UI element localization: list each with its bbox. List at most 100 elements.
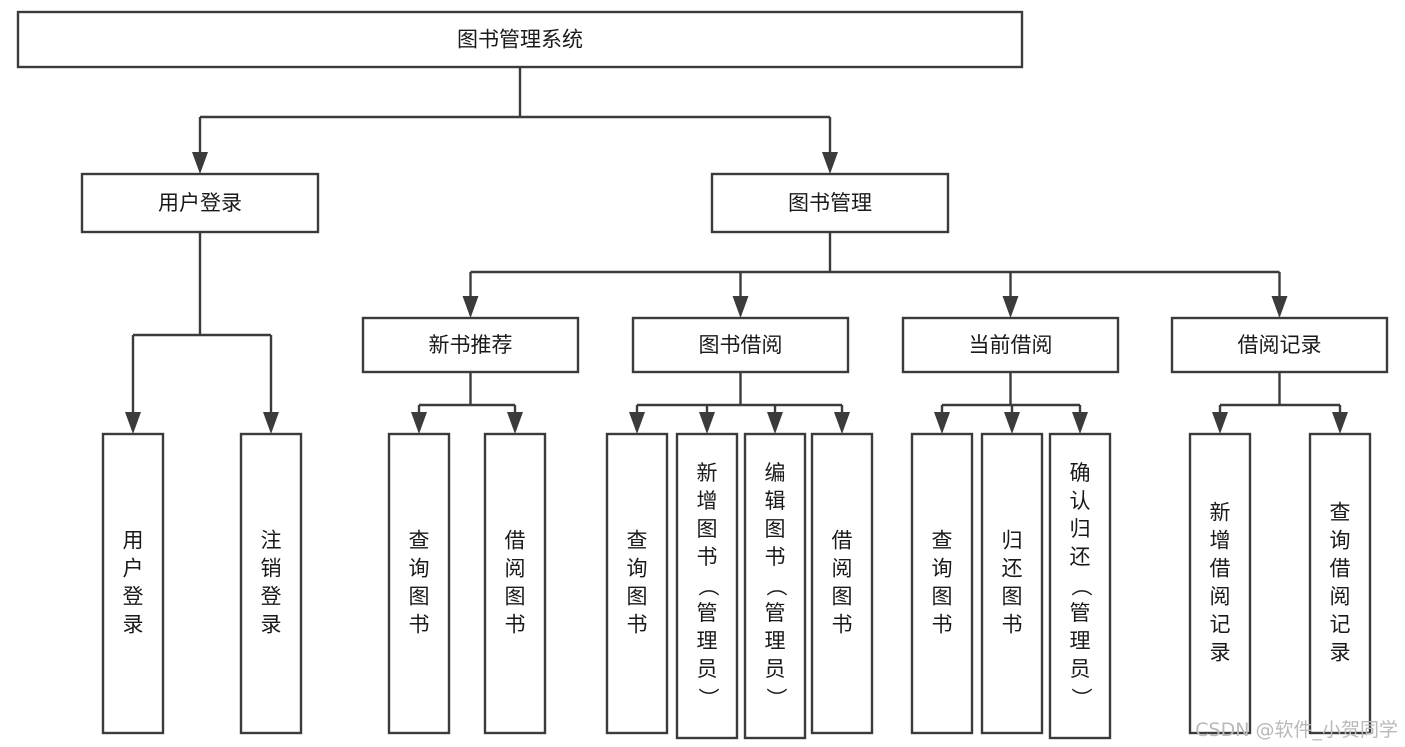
node-root-0[interactable]: 图书管理系统 [16,10,1024,69]
svg-text:书: 书 [627,613,648,637]
l3-2-arrow-2 [1072,412,1088,434]
node-box[interactable] [80,172,320,234]
svg-text:）: ） [1069,688,1093,709]
node-box[interactable] [710,172,950,234]
svg-text:编: 编 [765,461,786,485]
node-box[interactable] [239,432,303,735]
svg-text:借: 借 [832,529,853,553]
svg-text:记: 记 [1330,613,1351,637]
node-box[interactable] [16,10,1024,69]
svg-text:辑: 辑 [765,489,786,513]
node-box[interactable] [101,432,165,735]
svg-text:查: 查 [1330,501,1351,525]
l3-1-arrow-1 [699,412,715,434]
svg-text:（: （ [764,576,788,597]
svg-text:录: 录 [261,613,282,637]
svg-text:确: 确 [1070,461,1091,485]
book-mgmt-arrow-1 [732,296,749,318]
node-box[interactable] [980,432,1044,735]
svg-text:还: 还 [1070,545,1091,569]
svg-text:管: 管 [765,601,786,625]
svg-text:管: 管 [697,601,718,625]
node-level3-2[interactable]: 当前借阅 [901,316,1120,374]
svg-text:员: 员 [765,657,786,681]
node-box[interactable] [743,432,807,740]
svg-text:询: 询 [409,557,430,581]
node-box[interactable] [1170,316,1389,374]
l3-2-arrow-0 [934,412,950,434]
svg-text:新: 新 [697,461,718,485]
svg-text:理: 理 [697,629,718,653]
svg-text:认: 认 [1070,489,1091,513]
svg-text:管: 管 [1070,601,1091,625]
svg-text:借: 借 [1210,557,1231,581]
node-label: 借阅记录 [1238,333,1322,357]
node-label: 当前借阅 [969,333,1053,357]
svg-text:员: 员 [697,657,718,681]
svg-text:查: 查 [932,529,953,553]
svg-text:（: （ [1069,576,1093,597]
node-box[interactable] [483,432,547,735]
svg-text:书: 书 [697,545,718,569]
node-level3-0[interactable]: 新书推荐 [361,316,580,374]
svg-text:理: 理 [1070,629,1091,653]
node-label: 新书推荐 [429,333,513,357]
svg-text:）: ） [696,688,720,709]
node-level2-0[interactable]: 用户登录 [80,172,320,234]
svg-text:归: 归 [1070,517,1091,541]
node-box[interactable] [1308,432,1372,735]
node-box[interactable] [631,316,850,374]
node-box[interactable] [1048,432,1112,740]
svg-text:书: 书 [1002,613,1023,637]
node-box[interactable] [1188,432,1252,735]
node-level3-1[interactable]: 图书借阅 [631,316,850,374]
node-leaf-0[interactable]: 用户登录 [101,432,165,735]
node-box[interactable] [901,316,1120,374]
node-box[interactable] [361,316,580,374]
svg-text:登: 登 [261,585,282,609]
node-box[interactable] [675,432,739,740]
user-login-arrow-1 [263,412,279,434]
node-box[interactable] [910,432,974,735]
svg-text:增: 增 [1210,529,1231,553]
node-box[interactable] [605,432,669,735]
svg-text:归: 归 [1002,529,1023,553]
svg-text:图: 图 [1002,585,1023,609]
node-box[interactable] [387,432,451,735]
node-level2-1[interactable]: 图书管理 [710,172,950,234]
l3-1-arrow-2 [767,412,783,434]
svg-text:注: 注 [261,529,282,553]
node-label: 图书管理 [788,191,872,215]
node-box[interactable] [810,432,874,735]
l3-0-arrow-1 [507,412,523,434]
book-mgmt-arrow-3 [1271,296,1288,318]
node-level3-3[interactable]: 借阅记录 [1170,316,1389,374]
svg-text:）: ） [764,688,788,709]
svg-text:图: 图 [409,585,430,609]
l3-3-arrow-0 [1212,412,1228,434]
node-label: 图书管理系统 [457,28,583,52]
svg-text:阅: 阅 [832,557,853,581]
root-arrow-0 [192,152,208,174]
svg-text:询: 询 [932,557,953,581]
svg-text:销: 销 [261,557,282,581]
svg-text:录: 录 [123,613,144,637]
svg-text:增: 增 [697,489,718,513]
